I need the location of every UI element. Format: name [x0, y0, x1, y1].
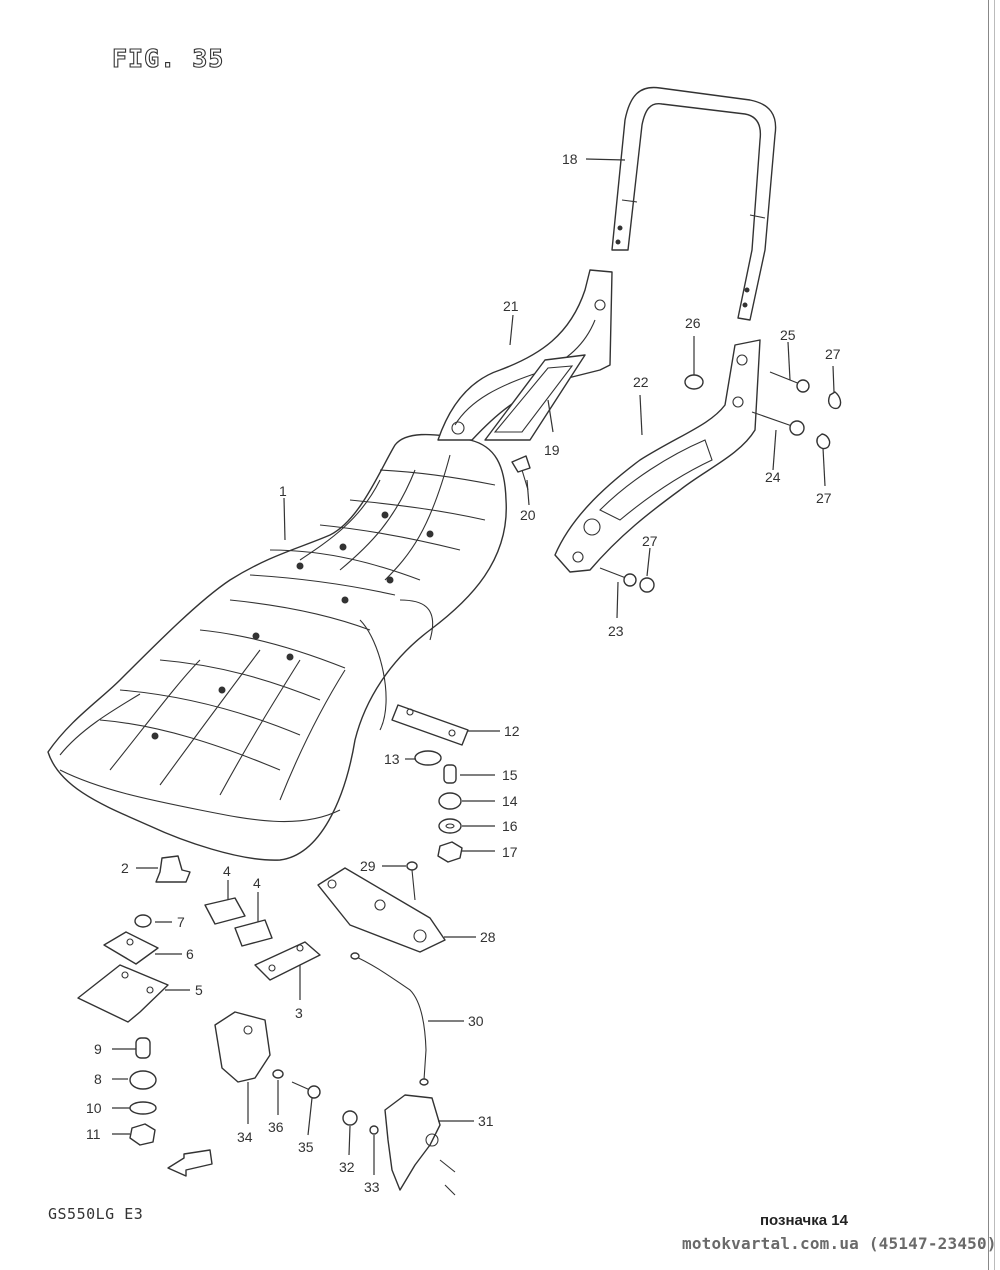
callout-12: 12	[504, 723, 520, 739]
callout-18: 18	[562, 151, 578, 167]
callout-11: 11	[86, 1126, 101, 1142]
callout-36: 36	[268, 1119, 284, 1135]
callout-9: 9	[94, 1041, 102, 1057]
callout-7: 7	[177, 914, 185, 930]
callout-14: 14	[502, 793, 518, 809]
page-border	[988, 0, 989, 1270]
callout-21: 21	[503, 298, 519, 314]
footer-label: позначка 14	[760, 1212, 848, 1229]
callout-27c: 27	[642, 533, 658, 549]
seat-drawing	[47, 433, 507, 861]
callout-19: 19	[544, 442, 560, 458]
sissy-bar-drawing	[611, 86, 777, 321]
callout-17: 17	[502, 844, 518, 860]
front-arrow-icon	[167, 1149, 213, 1177]
callout-26: 26	[685, 315, 701, 331]
callout-33: 33	[364, 1179, 380, 1195]
callout-25: 25	[780, 327, 796, 343]
callout-32: 32	[339, 1159, 355, 1175]
footer-site: motokvartal.com.ua (45147-23450)	[682, 1234, 997, 1253]
part-number-callouts: 1 18 21 19 20 22 26 25 27 24 27 27 23 12…	[86, 151, 841, 1195]
small-hardware-drawing	[77, 371, 842, 1196]
callout-2: 2	[121, 860, 129, 876]
model-code: GS550LG E3	[48, 1205, 144, 1223]
right-bracket-drawing	[554, 339, 761, 573]
callout-24: 24	[765, 469, 781, 485]
leader-lines	[112, 158, 835, 1175]
callout-4a: 4	[223, 863, 231, 879]
callout-6: 6	[186, 946, 194, 962]
figure-title: FIG. 35	[111, 43, 225, 73]
callout-30: 30	[468, 1013, 484, 1029]
callout-27a: 27	[825, 346, 841, 362]
callout-23: 23	[608, 623, 624, 639]
page-border-inner	[994, 0, 995, 1270]
callout-4b: 4	[253, 875, 261, 891]
callout-13: 13	[384, 751, 400, 767]
callout-5: 5	[195, 982, 203, 998]
callout-20: 20	[520, 507, 536, 523]
callout-16: 16	[502, 818, 518, 834]
callout-31: 31	[478, 1113, 494, 1129]
callout-35: 35	[298, 1139, 314, 1155]
callout-27b: 27	[816, 490, 832, 506]
callout-28: 28	[480, 929, 496, 945]
callout-3: 3	[295, 1005, 303, 1021]
left-bracket-drawing	[437, 269, 613, 441]
callout-8: 8	[94, 1071, 102, 1087]
callout-22: 22	[633, 374, 649, 390]
callout-34: 34	[237, 1129, 253, 1145]
callout-15: 15	[502, 767, 518, 783]
callout-10: 10	[86, 1100, 102, 1116]
callout-1: 1	[279, 483, 287, 499]
callout-29: 29	[360, 858, 376, 874]
